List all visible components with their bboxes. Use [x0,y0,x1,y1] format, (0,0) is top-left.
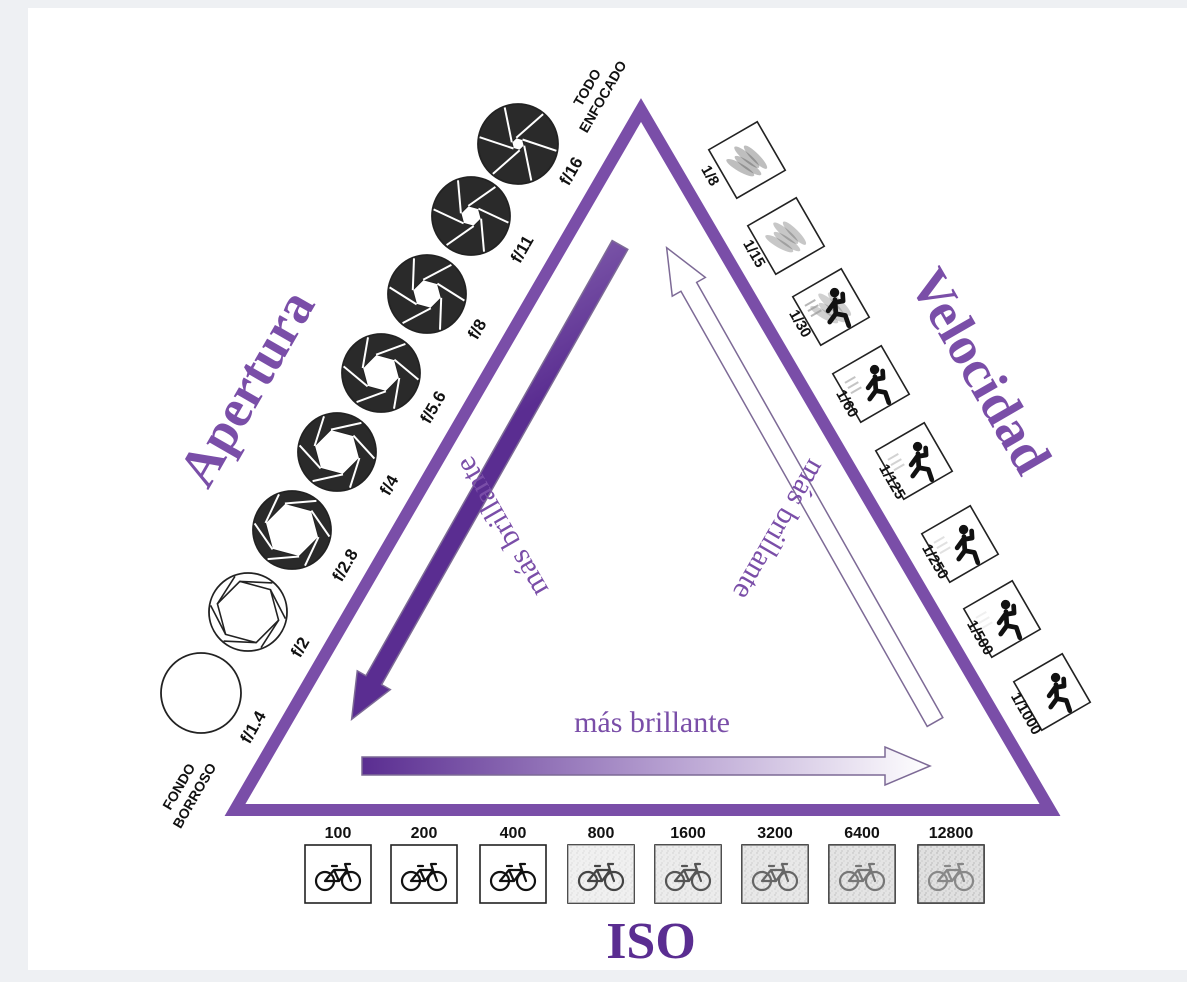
aperture-stop-icon [253,491,331,569]
iso-value-label: 1600 [670,825,706,842]
iso-value-label: 3200 [757,825,793,842]
iso-value-icon [391,845,457,903]
iso-value-label: 800 [588,825,615,842]
iso-value-icon [742,845,808,903]
aperture-stop-icon [478,104,558,184]
iso-value-icon [305,845,371,903]
iso-value-icon [829,845,895,903]
iso-value-label: 6400 [844,825,880,842]
aperture-stop-icon [388,255,466,333]
iso-value-icon [655,845,721,903]
iso-arrow-label: más brillante [574,706,730,739]
iso-value-label: 200 [411,825,438,842]
iso-value-icon [568,845,634,903]
iso-value-label: 100 [325,825,352,842]
aperture-stop-icon [342,334,420,412]
iso-value-label: 400 [500,825,527,842]
aperture-stop-icon [298,413,376,491]
aperture-stop-icon [432,177,510,255]
aperture-stop-icon [161,653,241,733]
iso-value-icon [480,845,546,903]
aperture-stop-icon [209,573,287,651]
iso-value-icon [918,845,984,903]
iso-value-label: 12800 [929,825,974,842]
iso-title: ISO [606,913,696,970]
